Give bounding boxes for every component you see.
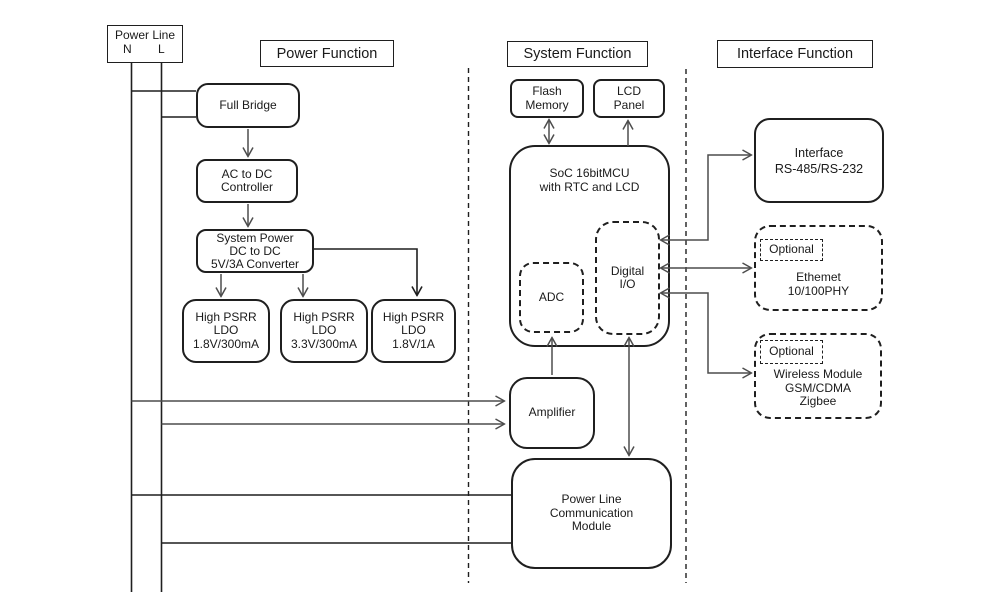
ethernet-optional-chip: Optional: [760, 239, 823, 261]
lcd-panel-box: LCD Panel: [593, 79, 665, 118]
digital-io-label-2: I/O: [619, 277, 636, 291]
adc-box: ADC: [519, 262, 584, 333]
wireless-label-2: GSM/CDMA: [785, 380, 851, 395]
wireless-label-1: Wireless Module: [773, 367, 863, 381]
arrow-digitalio-wireless: [661, 293, 751, 373]
lcd-label-2: Panel: [613, 97, 645, 112]
power-function-label: Power Function: [276, 45, 378, 62]
ldo3-label-3: 1.8V/1A: [392, 336, 435, 351]
ldo2-label-2: LDO: [311, 323, 337, 338]
ldo1-label-3: 1.8V/300mA: [192, 336, 260, 351]
system-function-header: System Function: [507, 41, 648, 67]
power-line-source-box: Power Line N L: [107, 25, 183, 63]
ldo2-label-1: High PSRR: [293, 309, 355, 324]
interface-function-label: Interface Function: [736, 46, 854, 62]
ethernet-phy-box: Optional Ethemet 10/100PHY: [754, 225, 883, 311]
plc-label-1: Power Line: [561, 492, 622, 507]
ethernet-optional-label: Optional: [769, 242, 814, 257]
ldo-1v8-300ma-box: High PSRR LDO 1.8V/300mA: [182, 299, 270, 363]
wireless-label-3: Zigbee: [799, 394, 837, 408]
flash-label-2: Memory: [525, 97, 569, 112]
ac-dc-label-1: AC to DC: [221, 166, 273, 181]
interface-function-header: Interface Function: [717, 40, 873, 68]
soc-label-1: SoC 16bitMCU: [549, 166, 630, 180]
interface-label-1: Interface: [794, 145, 844, 160]
system-function-label: System Function: [523, 46, 632, 62]
amplifier-label: Amplifier: [528, 405, 576, 420]
ldo3-label-1: High PSRR: [382, 309, 445, 324]
lcd-label-1: LCD: [616, 84, 641, 98]
line-label: L: [158, 42, 165, 56]
full-bridge-box: Full Bridge: [196, 83, 300, 128]
soc-label-2: with RTC and LCD: [539, 179, 640, 194]
ac-dc-controller-box: AC to DC Controller: [196, 159, 298, 203]
amplifier-box: Amplifier: [509, 377, 595, 449]
digital-io-box: Digital I/O: [595, 221, 660, 335]
digital-io-label-1: Digital: [610, 263, 645, 278]
ldo2-label-3: 3.3V/300mA: [290, 336, 358, 351]
sys-power-label-1: System Power: [216, 230, 294, 245]
system-power-converter-box: System Power DC to DC 5V/3A Converter: [196, 229, 314, 273]
wireless-optional-label: Optional: [769, 344, 814, 359]
wireless-module-box: Optional Wireless Module GSM/CDMA Zigbee: [754, 333, 882, 419]
power-function-header: Power Function: [260, 40, 394, 67]
ethernet-label-1: Ethemet: [796, 270, 841, 284]
power-line-title: Power Line: [114, 28, 176, 42]
arrow-syspower-to-ldo3: [314, 248, 417, 295]
ldo1-label-1: High PSRR: [195, 309, 257, 324]
neutral-label: N: [123, 42, 132, 56]
ethernet-label-2: 10/100PHY: [787, 283, 850, 298]
ldo-1v8-1a-box: High PSRR LDO 1.8V/1A: [371, 299, 456, 363]
flash-memory-box: Flash Memory: [510, 79, 584, 118]
arrow-digitalio-interface: [661, 155, 751, 240]
ldo3-label-2: LDO: [401, 323, 426, 338]
adc-label: ADC: [538, 289, 565, 304]
ac-dc-label-2: Controller: [220, 180, 274, 194]
interface-rs485-rs232-box: Interface RS-485/RS-232: [754, 118, 884, 203]
ldo-3v3-300ma-box: High PSRR LDO 3.3V/300mA: [280, 299, 368, 363]
plc-label-2: Communication: [549, 505, 634, 520]
sys-power-label-3: 5V/3A Converter: [210, 256, 300, 271]
plc-module-box: Power Line Communication Module: [511, 458, 672, 569]
plc-label-3: Module: [571, 519, 612, 534]
full-bridge-label: Full Bridge: [219, 97, 277, 112]
ldo1-label-2: LDO: [213, 323, 239, 338]
wireless-optional-chip: Optional: [760, 340, 823, 364]
interface-label-2: RS-485/RS-232: [774, 161, 864, 176]
flash-label-1: Flash: [532, 84, 562, 98]
sys-power-label-2: DC to DC: [229, 243, 281, 258]
